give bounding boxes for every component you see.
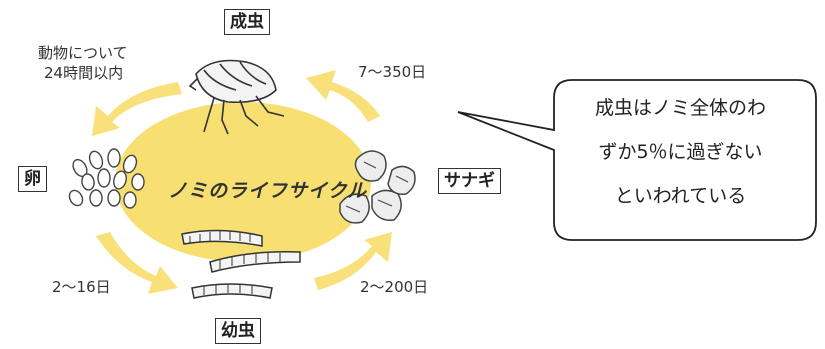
arrow-adult-to-egg — [92, 82, 182, 136]
stage-label-adult: 成虫 — [224, 9, 270, 35]
egg-illustration — [68, 148, 145, 209]
callout-line-1: 成虫はノミ全体のわ — [594, 97, 766, 119]
pupa-illustration — [339, 150, 416, 224]
stage-label-pupa: サナギ — [438, 168, 501, 194]
caption-adult-to-egg-line1: 動物について — [38, 44, 128, 62]
callout-bubble — [457, 79, 817, 241]
arrow-larva-to-pupa — [314, 232, 392, 290]
callout-text: 成虫はノミ全体のわ ずか5％に過ぎない といわれている — [548, 86, 813, 218]
callout-line-3: といわれている — [614, 185, 747, 207]
lifecycle-ellipse — [115, 102, 371, 262]
arrow-egg-to-larva — [96, 232, 178, 294]
lifecycle-title: ノミのライフサイクル — [168, 180, 368, 202]
caption-pupa-to-adult: 7～350日 — [358, 63, 427, 81]
caption-adult-to-egg-line2: 24時間以内 — [44, 64, 124, 82]
stage-label-larva: 幼虫 — [215, 318, 261, 344]
adult-flea-illustration — [188, 59, 285, 135]
caption-larva-to-pupa: 2～200日 — [360, 278, 429, 296]
stage-label-egg: 卵 — [18, 166, 47, 192]
callout-line-2: ずか5％に過ぎない — [598, 141, 763, 163]
cycle-arrows — [92, 70, 392, 294]
caption-egg-to-larva: 2～16日 — [52, 278, 111, 296]
arrow-pupa-to-adult — [306, 70, 380, 122]
larva-illustration — [181, 229, 301, 299]
